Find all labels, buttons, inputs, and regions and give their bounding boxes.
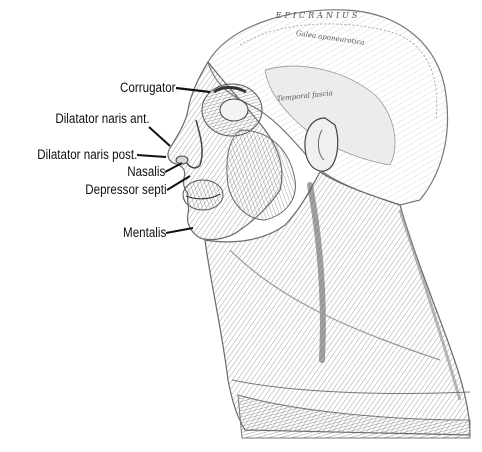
label-mentalis: Mentalis (123, 225, 166, 241)
label-depressor-septi: Depressor septi (86, 182, 167, 198)
epicranius-text: EPICRANIUS (275, 11, 361, 20)
eye-socket (220, 99, 248, 121)
ear (305, 118, 338, 171)
label-dilatator-naris-ant: Dilatator naris ant. (56, 111, 150, 127)
label-dilatator-naris-post: Dilatator naris post. (37, 147, 137, 163)
label-nasalis: Nasalis (127, 164, 165, 180)
label-corrugator: Corrugator (121, 80, 176, 96)
nostril (176, 156, 188, 164)
